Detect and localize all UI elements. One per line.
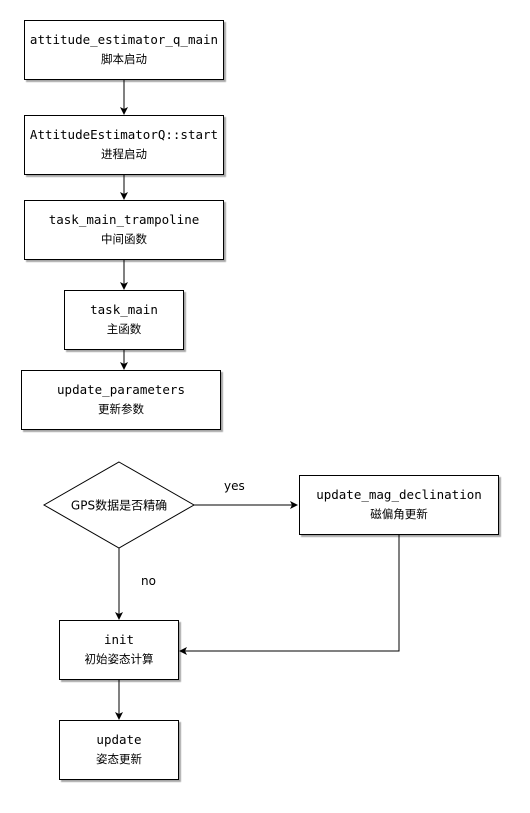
node-update: update 姿态更新 <box>59 720 179 780</box>
node-code: task_main_trampoline <box>48 212 200 227</box>
node-desc: 脚本启动 <box>101 52 147 66</box>
arrow-n6-n7 <box>179 535 400 655</box>
no-label: no <box>141 574 156 588</box>
yes-label: yes <box>224 479 245 493</box>
node-code: init <box>103 632 135 647</box>
node-code: attitude_estimator_q_main <box>29 32 219 47</box>
node-attitude-estimator-start: AttitudeEstimatorQ::start 进程启动 <box>24 115 224 175</box>
node-update-mag-declination: update_mag_declination 磁偏角更新 <box>299 475 499 535</box>
node-desc: 中间函数 <box>101 232 147 246</box>
node-desc: 姿态更新 <box>96 752 142 766</box>
node-code: update <box>96 732 142 747</box>
node-desc: 磁偏角更新 <box>370 507 428 521</box>
node-task-main-trampoline: task_main_trampoline 中间函数 <box>24 200 224 260</box>
node-desc: 主函数 <box>106 322 142 336</box>
node-code: task_main <box>90 302 158 317</box>
node-code: update_mag_declination <box>316 487 482 502</box>
node-attitude-estimator-q-main: attitude_estimator_q_main 脚本启动 <box>24 20 224 80</box>
node-init: init 初始姿态计算 <box>59 620 179 680</box>
decision-label: GPS数据是否精确 <box>70 498 168 513</box>
node-desc: 进程启动 <box>101 147 147 161</box>
node-update-parameters: update_parameters 更新参数 <box>21 370 221 430</box>
node-desc: 更新参数 <box>98 402 144 416</box>
node-code: AttitudeEstimatorQ::start <box>29 127 219 142</box>
node-desc: 初始姿态计算 <box>84 652 154 666</box>
node-task-main: task_main 主函数 <box>64 290 184 350</box>
node-code: update_parameters <box>57 382 185 397</box>
